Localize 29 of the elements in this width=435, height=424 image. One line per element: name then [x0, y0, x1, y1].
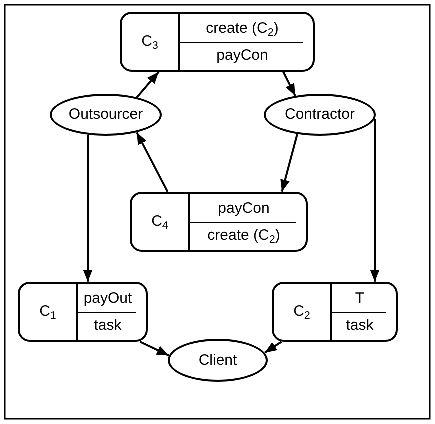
role-label: Outsourcer	[68, 106, 144, 124]
arrow	[264, 341, 282, 354]
arrow	[282, 72, 296, 96]
arrow	[83, 134, 93, 282]
contract-term: create (C$_{2}$)	[206, 20, 279, 38]
arrow	[280, 134, 298, 192]
contract-term: task	[94, 317, 122, 335]
contract-term: task	[346, 317, 374, 335]
contract-id: C$_{1}$	[40, 303, 56, 321]
arrow	[140, 341, 170, 357]
contract-term: payCon	[218, 200, 270, 218]
contract-id: C$_{3}$	[142, 33, 158, 51]
role-ellipse	[168, 339, 268, 382]
role-label: Contractor	[284, 106, 356, 124]
arrow	[136, 132, 169, 192]
contract-box	[130, 192, 308, 252]
contract-term: create (C$_{2}$)	[208, 227, 280, 245]
arrow	[136, 71, 160, 98]
arrow	[370, 119, 380, 282]
contract-term: T	[355, 290, 365, 308]
contract-box	[272, 282, 398, 342]
contract-id: C$_{2}$	[294, 303, 310, 321]
role-ellipse	[264, 94, 376, 136]
contract-box	[18, 282, 148, 342]
role-label: Client	[198, 352, 238, 370]
contract-box	[120, 12, 315, 72]
contract-id: C$_{4}$	[152, 213, 168, 231]
contract-term: payCon	[216, 47, 268, 65]
contract-term: payOut	[84, 290, 132, 308]
